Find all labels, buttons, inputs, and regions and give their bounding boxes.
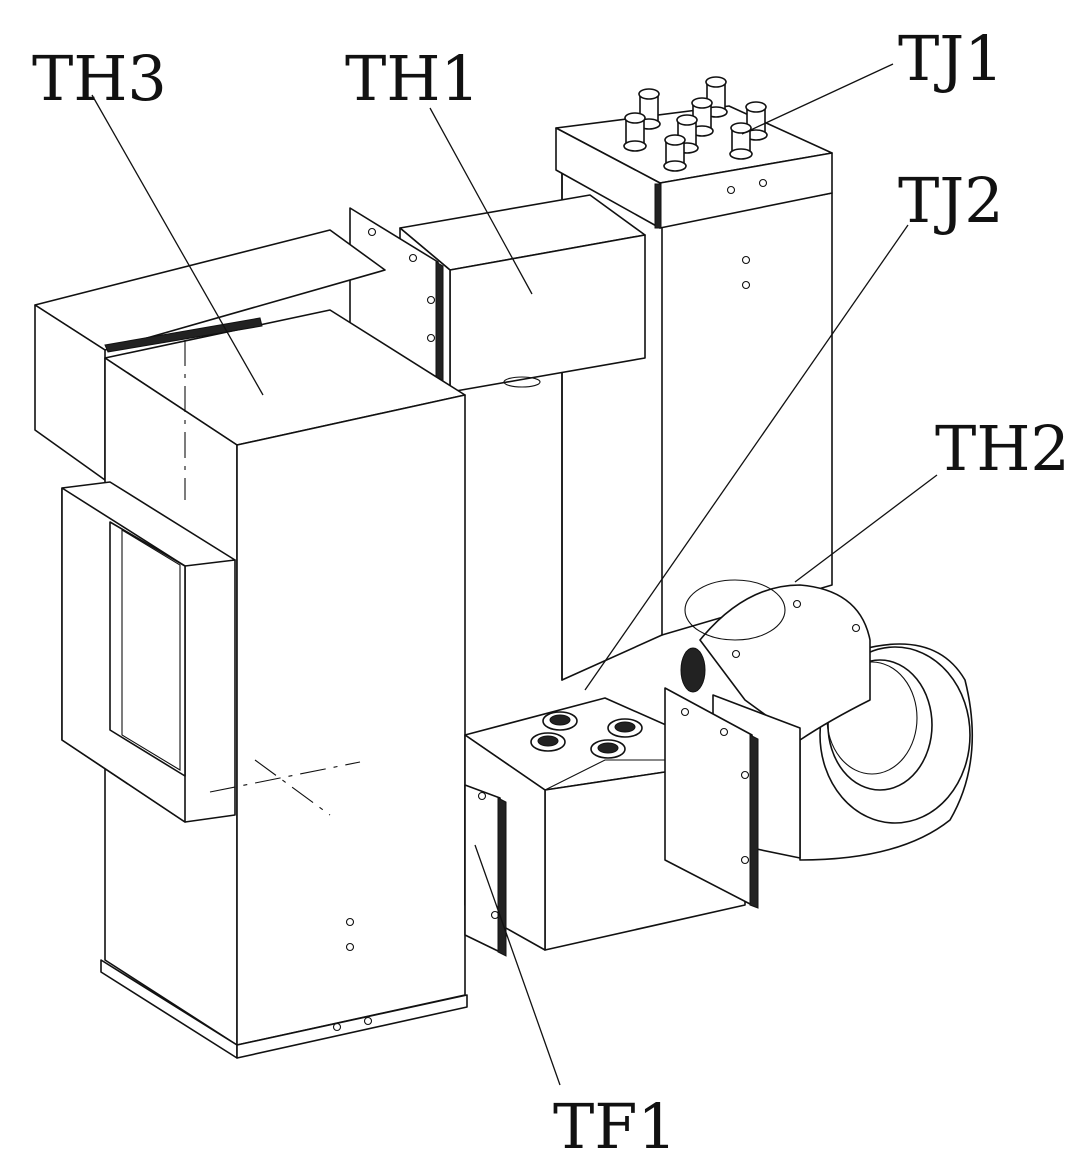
box-tf1 <box>464 687 801 957</box>
label-tj1: TJ1 <box>898 22 1004 95</box>
round-duct-th2 <box>680 579 974 861</box>
label-tj2: TJ2 <box>898 164 1004 237</box>
part-labels: TH3 TH1 TJ1 TJ2 TH2 TF1 <box>32 22 1070 1163</box>
leader-tf1 <box>474 844 561 1086</box>
label-th3: TH3 <box>32 42 167 115</box>
leader-lines <box>91 63 938 1086</box>
leader-th3 <box>91 94 264 396</box>
tower-nozzles <box>623 76 768 172</box>
housing-th3 <box>34 229 468 1059</box>
leader-tj2 <box>584 224 909 691</box>
duct-th1 <box>349 194 646 393</box>
leader-th1 <box>429 107 533 295</box>
leader-tj1 <box>741 63 894 135</box>
leader-th2 <box>794 474 938 583</box>
label-th1: TH1 <box>345 42 480 115</box>
label-th2: TH2 <box>935 412 1070 485</box>
label-tf1: TF1 <box>553 1090 677 1163</box>
